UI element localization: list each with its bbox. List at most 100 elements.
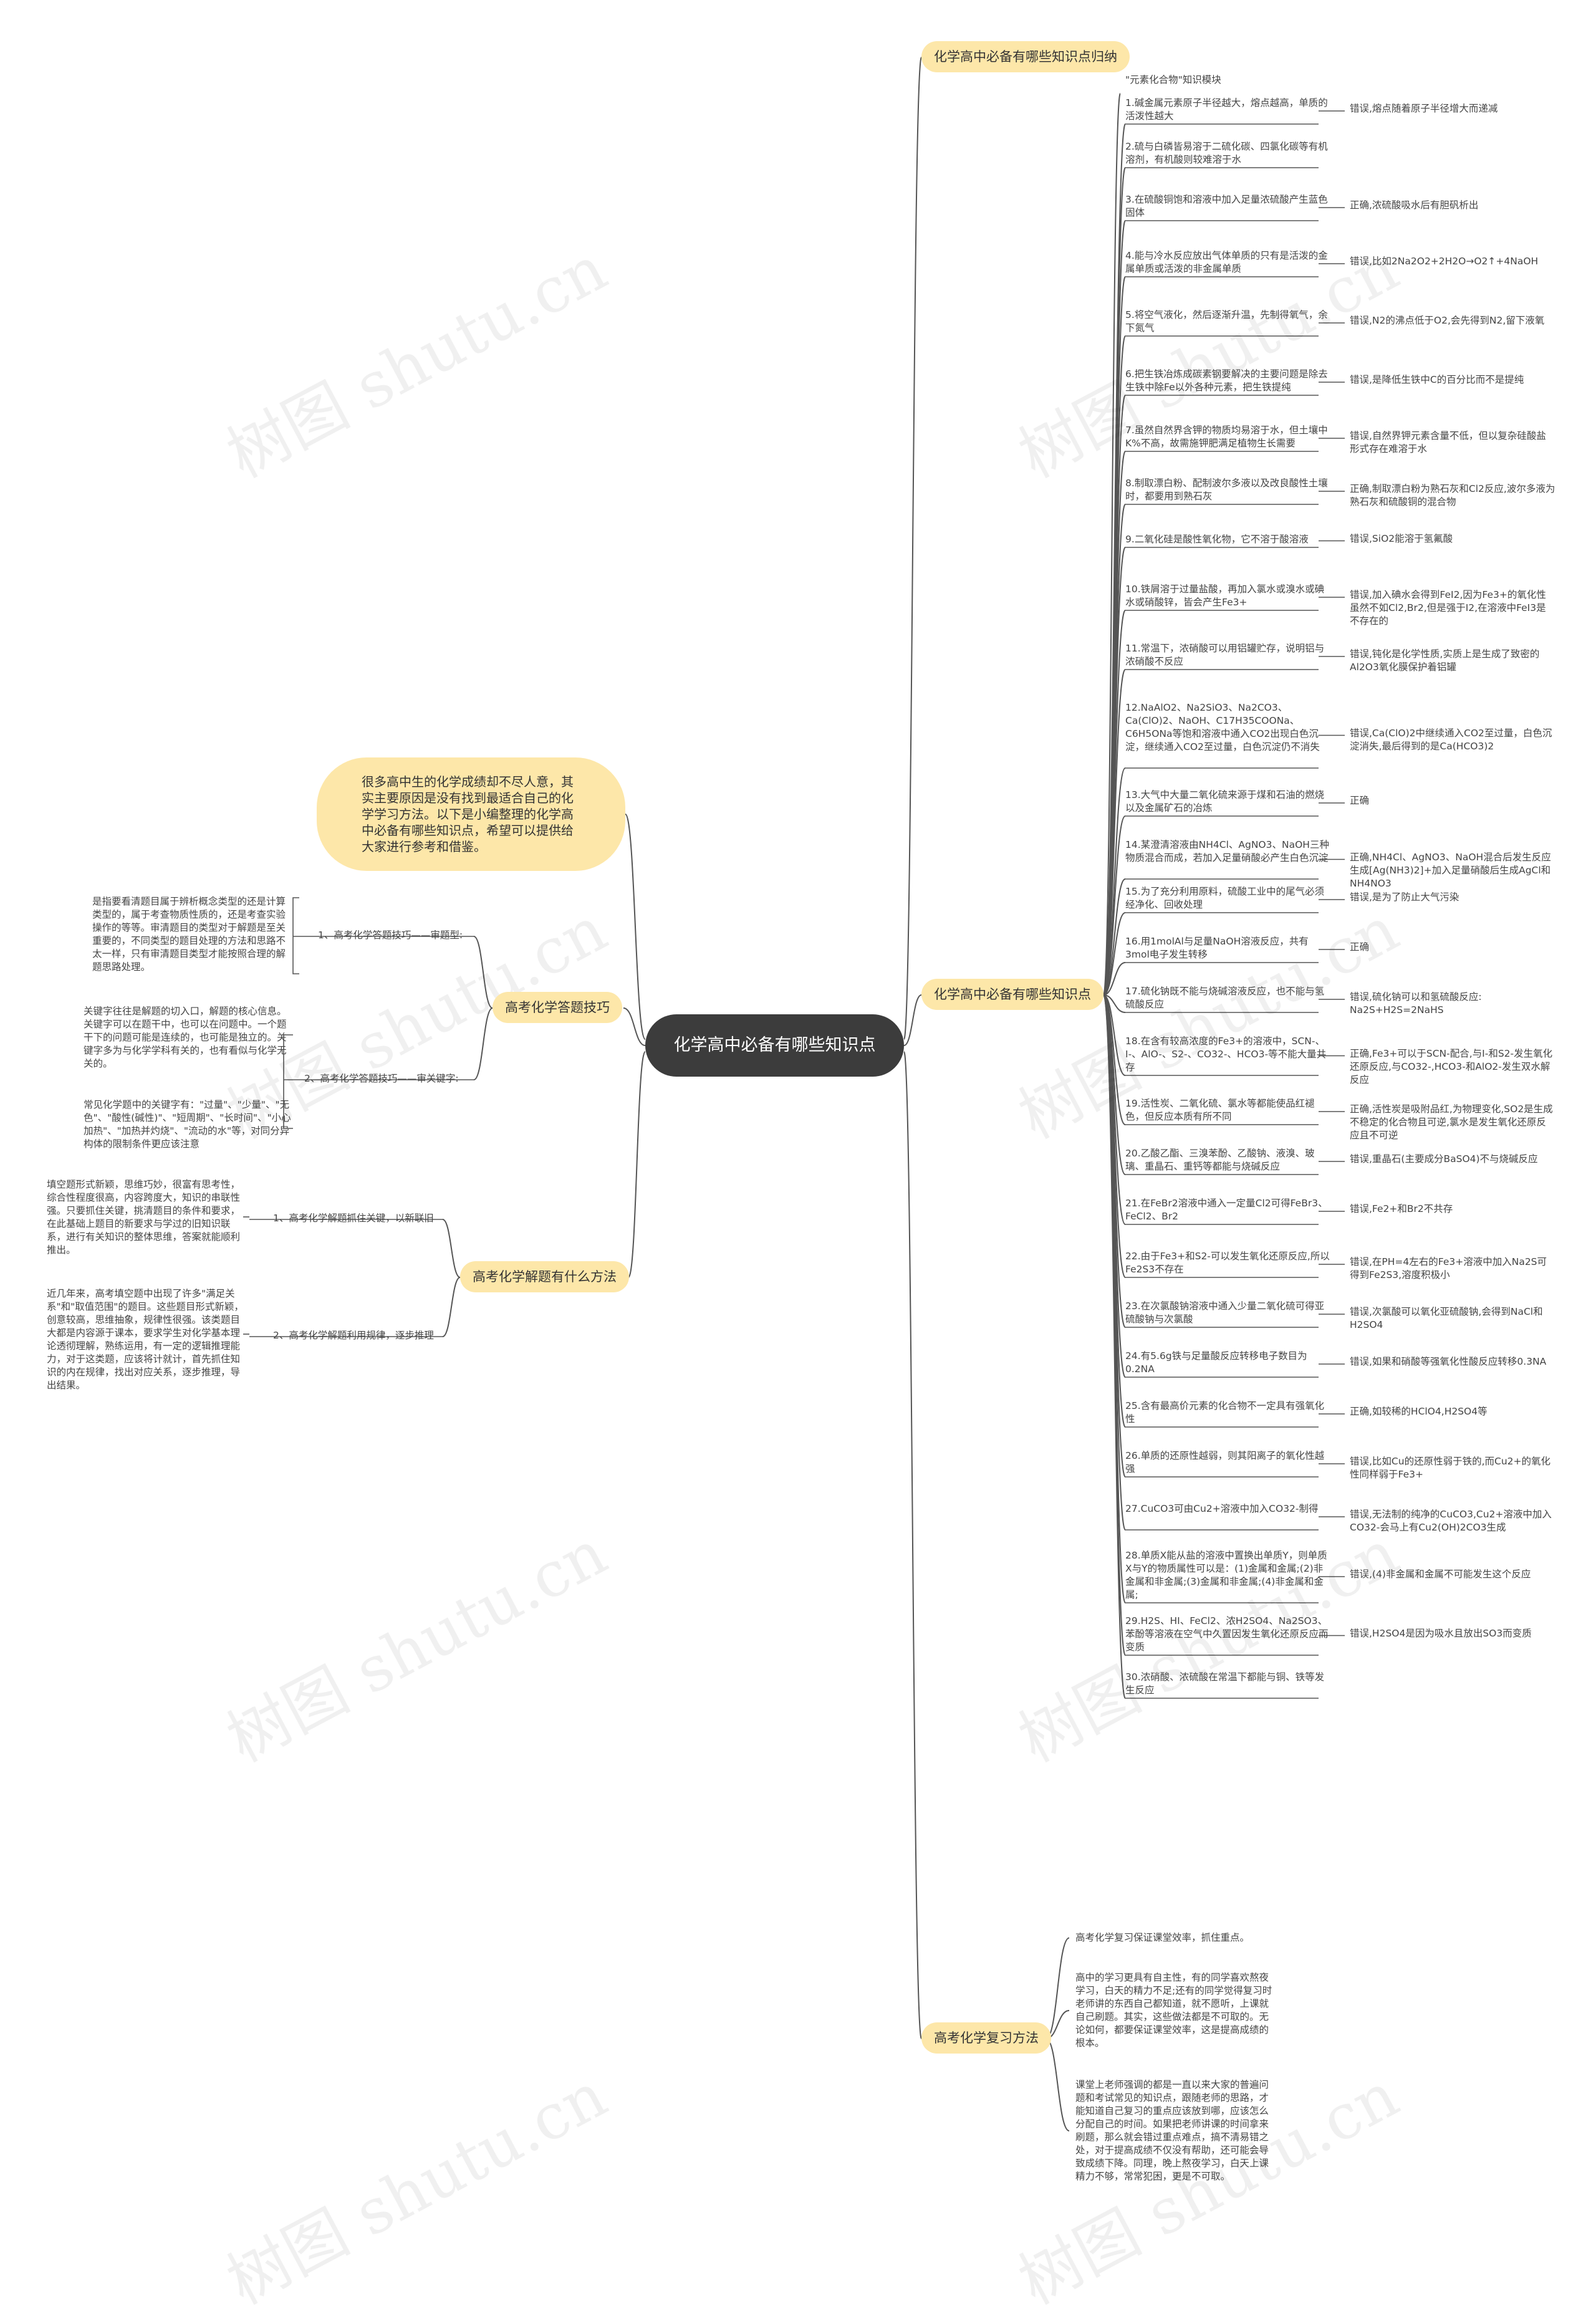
knowledge-question: 26.单质的还原性越弱，则其阳离子的氧化性越强 (1125, 1450, 1325, 1474)
knowledge-answer: 错误,Fe2+和Br2不共存 (1350, 1203, 1453, 1214)
connector-knowledge-item (1103, 912, 1126, 996)
knowledge-answer: 正确,活性炭是吸附品红,为物理变化,SO2是生成不稳定的化合物且可逆,氯水是发生… (1350, 1103, 1553, 1141)
knowledge-question: 23.在次氯酸钠溶液中通入少量二氧化硫可得亚硫酸钠与次氯酸 (1125, 1300, 1325, 1325)
knowledge-answer: 错误,比如2Na2O2+2H2O→O2↑+4NaOH (1350, 256, 1539, 267)
knowledge-question: 20.乙酸乙酯、三溴苯酚、乙酸钠、液溴、玻璃、重晶石、重钙等都能与烧碱反应 (1125, 1148, 1315, 1172)
branch-knowledge[interactable]: 化学高中必备有哪些知识点 (921, 979, 1103, 1010)
connector-knowledge-item (1103, 669, 1126, 996)
knowledge-answer: 正确,制取漂白粉为熟石灰和Cl2反应,波尔多液为熟石灰和硫酸铜的混合物 (1350, 483, 1555, 507)
knowledge-answer: 错误,SiO2能溶于氢氟酸 (1350, 532, 1453, 544)
knowledge-answer: 正确,如较稀的HClO4,H2SO4等 (1350, 1406, 1488, 1417)
knowledge-answer: 错误,在PH=4左右的Fe3+溶液中加入Na2S可得到Fe2S3,溶度积极小 (1350, 1256, 1547, 1281)
connector-knowledge-item (1103, 994, 1126, 1699)
knowledge-question: 19.活性炭、二氧化硫、氯水等都能使品红褪色，但反应本质有所不同 (1125, 1098, 1315, 1122)
knowledge-question: 21.在FeBr2溶液中通入一定量Cl2可得FeBr3、FeCl2、Br2 (1125, 1198, 1328, 1222)
knowledge-question: 10.铁屑溶于过量盐酸，再加入氯水或溴水或碘水或硝酸锌，皆会产生Fe3+ (1125, 584, 1325, 608)
connector-knowledge (903, 994, 922, 1046)
solve-sub-text: 近几年来，高考填空题中出现了许多"满足关系"和"取值范围"的题目。这些题目形式新… (47, 1288, 244, 1391)
connector-intro (625, 814, 646, 1040)
connector-knowledge-item (1103, 878, 1126, 996)
knowledge-question: 11.常温下，浓硝酸可以用铝罐贮存，说明铝与浓硝酸不反应 (1125, 643, 1325, 667)
knowledge-answer: 错误,(4)非金属和金属不可能发生这个反应 (1350, 1569, 1531, 1580)
connector-review-item (1046, 2038, 1070, 2131)
knowledge-question: 22.由于Fe3+和S2-可以发生氧化还原反应,所以Fe2S3不存在 (1125, 1251, 1330, 1275)
solve-sub-text: 填空题形式新颖，思维巧妙，很富有思考性，综合性程度很高，内容跨度大，知识的串联性… (47, 1179, 241, 1256)
connector-solve-sub (442, 1277, 461, 1337)
knowledge-question: 2.硫与白磷皆易溶于二硫化碳、四氯化碳等有机溶剂，有机酸则较难溶于水 (1125, 141, 1328, 165)
branch-review[interactable]: 高考化学复习方法 (921, 2022, 1051, 2054)
connector-solve (628, 1051, 646, 1278)
knowledge-answer: 错误,Ca(ClO)2中继续通入CO2至过量，白色沉淀消失,最后得到的是Ca(H… (1350, 727, 1552, 752)
knowledge-answer: 错误,重晶石(主要成分BaSO4)不与烧碱反应 (1350, 1153, 1538, 1165)
knowledge-question: 6.把生铁冶炼成碳素钢要解决的主要问题是除去生铁中除Fe以外各种元素，把生铁提纯 (1125, 368, 1328, 393)
knowledge-answer: 错误,次氯酸可以氧化亚硫酸钠,会得到NaCl和H2SO4 (1350, 1306, 1543, 1330)
connector-solve-sub (442, 1219, 461, 1278)
connector-answer (623, 1007, 646, 1046)
knowledge-answer: 正确 (1350, 795, 1370, 806)
knowledge-question: 30.浓硝酸、浓硫酸在常温下都能与铜、铁等发生反应 (1125, 1671, 1325, 1696)
answer-sub-label: 1、高考化学答题技巧——审题型: (318, 930, 463, 941)
knowledge-answer: 正确 (1350, 941, 1370, 953)
intro-text: 很多高中生的化学成绩却不尽人意，其实主要原因是没有找到最适合自己的化学学习方法。… (362, 774, 574, 854)
knowledge-question: 16.用1molAl与足量NaOH溶液反应，共有3mol电子发生转移 (1125, 936, 1309, 960)
review-text: 高考化学复习保证课堂效率，抓住重点。 (1075, 1932, 1250, 1943)
connector-summary (903, 57, 922, 1040)
knowledge-question: 13.大气中大量二氧化硫来源于煤和石油的燃烧以及金属矿石的冶炼 (1125, 789, 1325, 814)
solve-sub-label: 2、高考化学解题利用规律，逐步推理 (273, 1330, 434, 1341)
answer-sub-text: 常见化学题中的关键字有："过量"、"少量"、"无色"、"酸性(碱性)"、"短周期… (84, 1099, 291, 1150)
review-text: 高中的学习更具有自主性，有的同学喜欢熬夜学习，白天的精力不足;还有的同学觉得复习… (1075, 1972, 1272, 2049)
knowledge-question: 15.为了充分利用原料，硫酸工业中的尾气必须经净化、回收处理 (1125, 886, 1325, 910)
answer-sub-text: 是指要看清题目属于辨析概念类型的还是计算类型的，属于考查物质性质的，还是考查实验… (92, 896, 286, 973)
answer-bracket (283, 1034, 293, 1129)
knowledge-answer: 错误,如果和硝酸等强氧化性酸反应转移0.3NA (1350, 1356, 1547, 1367)
knowledge-question: 8.制取漂白粉、配制波尔多液以及改良酸性土壤时，都要用到熟石灰 (1125, 478, 1328, 502)
answer-bracket (292, 897, 299, 974)
connector-knowledge-item (1103, 962, 1126, 996)
branch-answer[interactable]: 高考化学答题技巧 (493, 992, 622, 1023)
knowledge-question: 25.含有最高价元素的化合物不一定具有强氧化性 (1125, 1400, 1325, 1425)
solve-sub-label: 1、高考化学解题抓住关键，以新联旧 (273, 1213, 434, 1224)
knowledge-answer: 错误,加入碘水会得到FeI2,因为Fe3+的氧化性虽然不如Cl2,Br2,但是强… (1350, 589, 1546, 627)
branch-summary[interactable]: 化学高中必备有哪些知识点归纳 (921, 41, 1130, 72)
answer-sub-label: 2、高考化学答题技巧——审关键字: (304, 1073, 459, 1084)
knowledge-header: "元素化合物"知识模块 (1125, 74, 1221, 85)
knowledge-answer: 正确,浓硫酸吸水后有胆矾析出 (1350, 199, 1479, 211)
knowledge-answer: 错误,钝化是化学性质,实质上是生成了致密的Al2O3氧化膜保护着铝罐 (1350, 648, 1540, 673)
connector-knowledge-item (1103, 994, 1126, 1013)
knowledge-answer: 正确,Fe3+可以于SCN-配合,与I-和S2-发生氧化还原反应,与CO32-,… (1350, 1047, 1553, 1085)
connector-knowledge-item (1103, 815, 1126, 996)
knowledge-question: 1.碱金属元素原子半径越大，熔点越高，单质的活泼性越大 (1125, 97, 1328, 122)
connector-answer-sub (473, 1007, 493, 1080)
intro-node: 很多高中生的化学成绩却不尽人意，其实主要原因是没有找到最适合自己的化学学习方法。… (317, 757, 625, 871)
knowledge-question: 24.有5.6g铁与足量酸反应转移电子数目为0.2NA (1125, 1350, 1307, 1375)
knowledge-answer: 错误,自然界钾元素含量不低，但以复杂硅酸盐形式存在难溶于水 (1350, 430, 1546, 454)
answer-sub-text: 关键字往往是解题的切入口，解题的核心信息。关键字可以在题干中，也可以在问题中。一… (84, 1006, 287, 1069)
knowledge-answer: 错误,是为了防止大气污染 (1350, 891, 1459, 903)
knowledge-question: 18.在含有较高浓度的Fe3+的溶液中，SCN-、I-、AlO-、S2-、CO3… (1125, 1036, 1327, 1073)
knowledge-question: 12.NaAlO2、Na2SiO3、Na2CO3、Ca(ClO)2、NaOH、C… (1125, 702, 1320, 752)
knowledge-question: 29.H2S、HI、FeCl2、浓H2SO4、Na2SO3、苯酚等溶液在空气中久… (1125, 1615, 1329, 1653)
knowledge-question: 17.硫化钠既不能与烧碱溶液反应，也不能与氢硫酸反应 (1125, 986, 1325, 1010)
connector-knowledge-header (1103, 93, 1121, 996)
knowledge-question: 28.单质X能从盐的溶液中置换出单质Y，则单质X与Y的物质属性可以是：(1)金属… (1125, 1550, 1327, 1600)
knowledge-answer: 错误,H2SO4是因为吸水且放出SO3而变质 (1350, 1627, 1532, 1639)
branch-solve[interactable]: 高考化学解题有什么方法 (460, 1261, 629, 1292)
knowledge-question: 3.在硫酸铜饱和溶液中加入足量浓硫酸产生蓝色固体 (1125, 194, 1328, 218)
knowledge-answer: 正确,NH4Cl、AgNO3、NaOH混合后发生反应生成[Ag(NH3)2]+加… (1350, 851, 1551, 889)
connector-review (903, 1051, 922, 2039)
knowledge-answer: 错误,熔点随着原子半径增大而递减 (1350, 103, 1498, 114)
knowledge-question: 5.将空气液化，然后逐渐升温，先制得氧气，余下氮气 (1125, 309, 1328, 334)
knowledge-answer: 错误,硫化钠可以和氢硫酸反应: Na2S+H2S=2NaHS (1350, 991, 1482, 1016)
mindmap-connectors (243, 57, 1345, 2131)
knowledge-answer: 错误,无法制的纯净的CuCO3,Cu2+溶液中加入CO32-会马上有Cu2(OH… (1350, 1509, 1552, 1533)
knowledge-answer: 错误,是降低生铁中C的百分比而不是提纯 (1350, 374, 1524, 385)
knowledge-question: 14.某澄清溶液由NH4Cl、AgNO3、NaOH三种物质混合而成，若加入足量硝… (1125, 839, 1329, 863)
root-label: 化学高中必备有哪些知识点 (673, 1036, 876, 1055)
knowledge-answer: 错误,比如Cu的还原性弱于铁的,而Cu2+的氧化性同样弱于Fe3+ (1350, 1456, 1550, 1480)
knowledge-question: 27.CuCO3可由Cu2+溶液中加入CO32-制得 (1125, 1503, 1319, 1514)
root-node[interactable]: 化学高中必备有哪些知识点 (645, 1014, 904, 1077)
knowledge-question: 4.能与冷水反应放出气体单质的只有是活泼的金属单质或活泼的非金属单质 (1125, 250, 1328, 274)
knowledge-question: 9.二氧化硅是酸性氧化物，它不溶于酸溶液 (1125, 534, 1309, 545)
review-text: 课堂上老师强调的都是一直以来大家的普遍问题和考试常见的知识点，跟随老师的思路，才… (1075, 2079, 1269, 2182)
knowledge-answer: 错误,N2的沸点低于O2,会先得到N2,留下液氧 (1350, 315, 1545, 326)
